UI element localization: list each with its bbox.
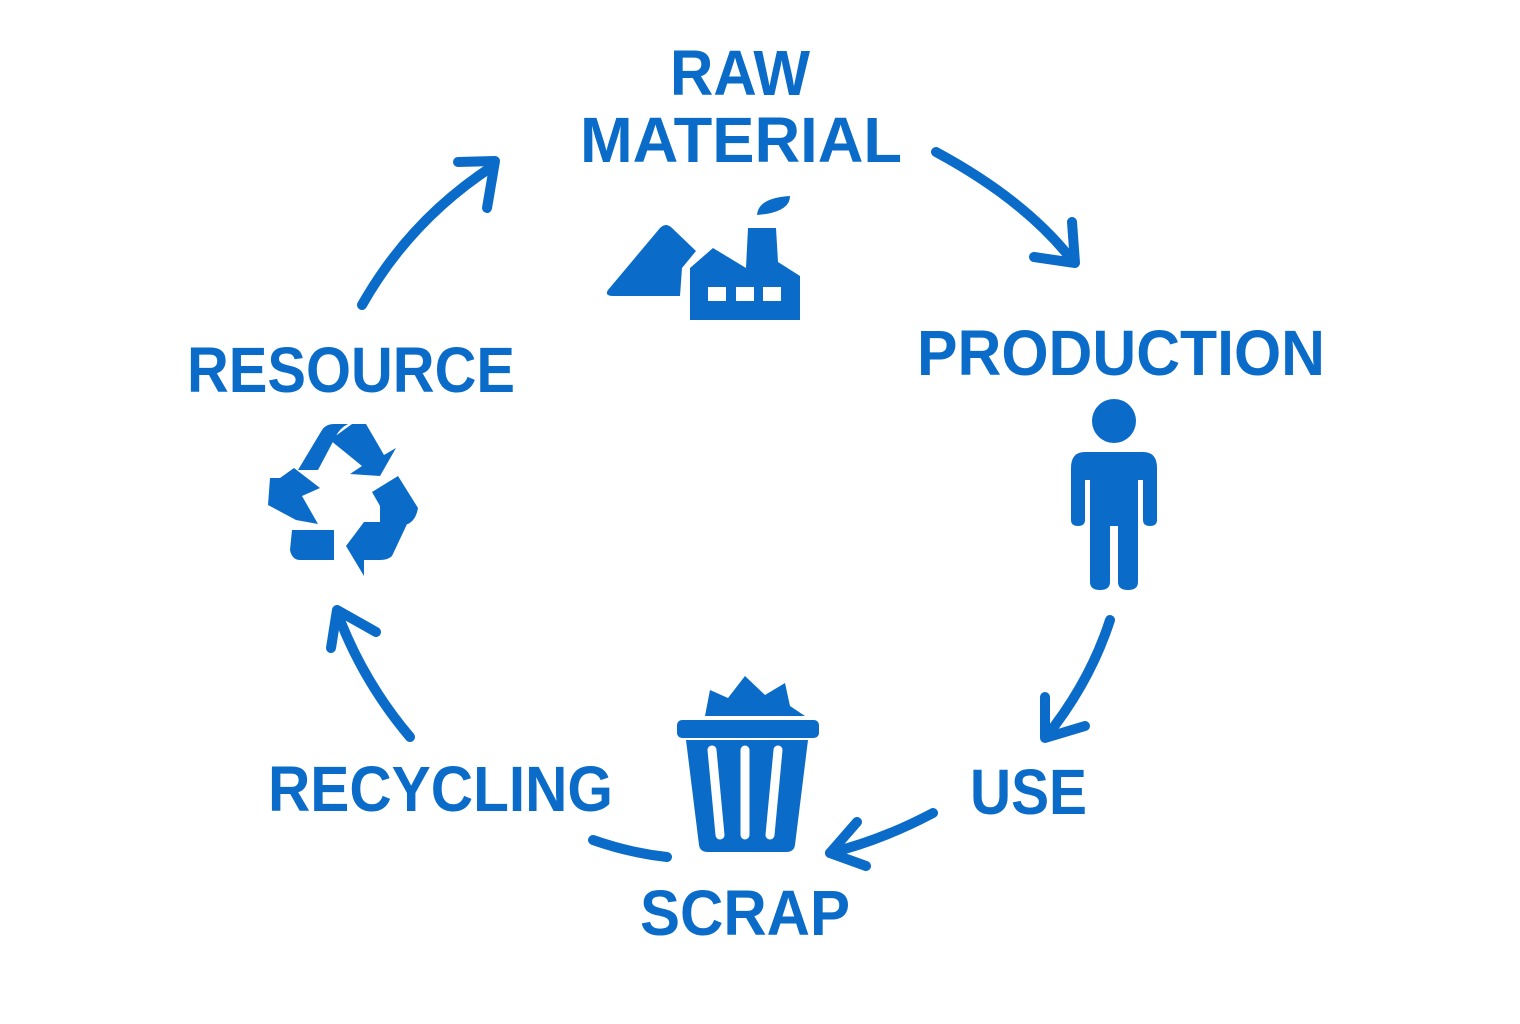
arrow-resource-to-raw-material bbox=[357, 156, 500, 310]
production-label: PRODUCTION bbox=[917, 317, 1325, 389]
trash-bin-icon bbox=[677, 676, 819, 852]
raw-material-label-line2: MATERIAL bbox=[580, 104, 902, 176]
arrow-use-to-scrap bbox=[825, 808, 938, 871]
arrow-scrap-to-recycling bbox=[588, 835, 672, 862]
recycle-icon bbox=[268, 424, 418, 576]
factory-icon bbox=[606, 196, 800, 320]
use-label: USE bbox=[970, 756, 1087, 828]
recycling-label: RECYCLING bbox=[268, 753, 613, 825]
resource-label: RESOURCE bbox=[187, 334, 515, 406]
person-icon bbox=[1071, 399, 1157, 590]
arrow-recycling-to-resource bbox=[326, 605, 415, 742]
scrap-label: SCRAP bbox=[640, 877, 850, 949]
arrow-production-to-use bbox=[1040, 615, 1115, 743]
raw-material-label-line1: RAW bbox=[670, 37, 811, 109]
arrow-raw-material-to-production bbox=[931, 147, 1080, 268]
